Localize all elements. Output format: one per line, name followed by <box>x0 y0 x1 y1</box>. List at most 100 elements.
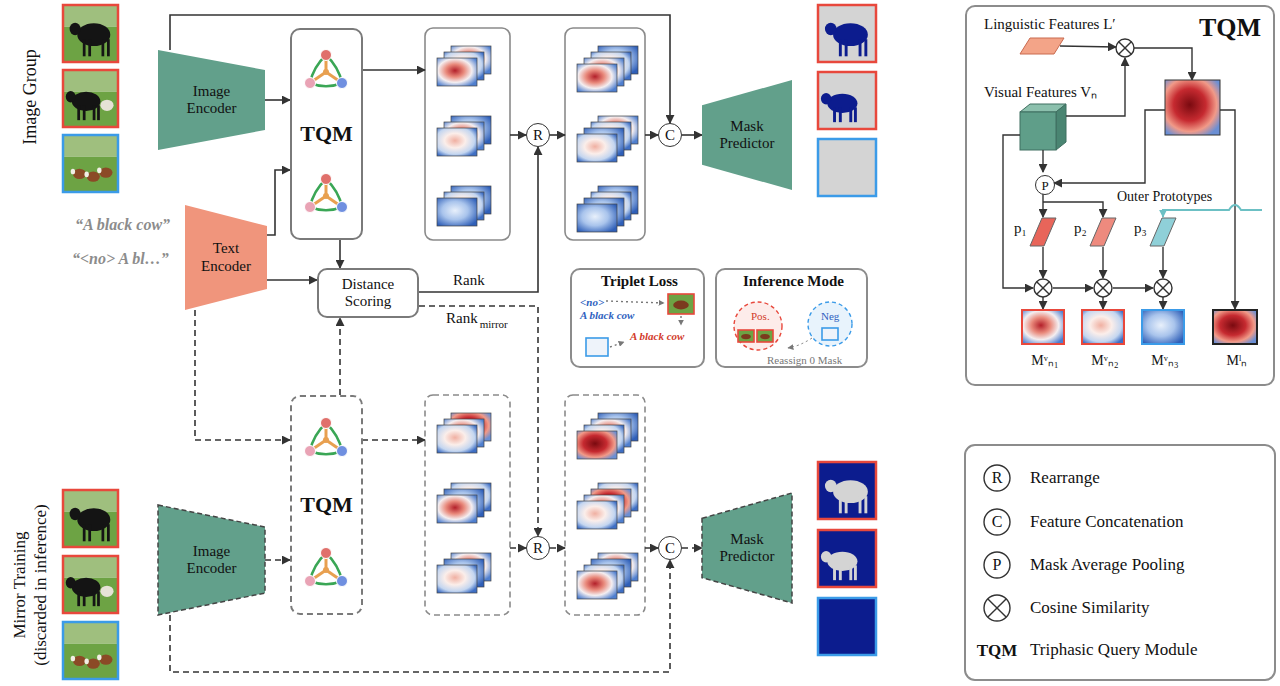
cow <box>849 565 852 580</box>
cow <box>833 480 868 503</box>
cosine-similarity-symbol <box>988 599 1006 617</box>
dotted-arrow <box>606 301 664 303</box>
cow <box>859 39 862 56</box>
cow <box>100 586 113 597</box>
photo-background <box>63 5 118 27</box>
cow <box>97 167 101 173</box>
cow <box>833 107 836 122</box>
cosine-similarity-symbol <box>1094 279 1112 297</box>
panel-text: p₁ <box>1014 220 1027 237</box>
cow <box>77 591 80 606</box>
panel-text: Mᵛₙ₃ <box>1151 353 1178 369</box>
leader-line <box>1054 110 1165 183</box>
connector <box>267 279 317 281</box>
cow <box>854 107 857 122</box>
panel-text: A black cow <box>580 309 634 322</box>
prototype-vector <box>1030 218 1056 246</box>
heatmap <box>437 58 477 86</box>
photo-border <box>63 135 118 192</box>
cow <box>99 654 112 664</box>
photo-border <box>63 622 118 679</box>
heatmap-frame <box>425 395 510 615</box>
cosine-similarity-symbol <box>1157 282 1170 295</box>
annotation-label: P <box>993 557 1002 573</box>
connector <box>265 99 290 101</box>
cow <box>854 565 857 580</box>
leader-line <box>1042 194 1043 217</box>
block-shape <box>185 205 267 310</box>
flow-arrow <box>510 547 526 549</box>
panel-text: Mᵛₙ₁ <box>1031 353 1058 369</box>
photo-border <box>63 490 118 547</box>
connector <box>339 318 341 395</box>
box-label: C <box>665 541 675 556</box>
module-box: TQM <box>290 395 363 615</box>
leader-line <box>1102 297 1103 309</box>
block-shape <box>702 493 792 603</box>
cosine-similarity-symbol <box>1154 279 1172 297</box>
heatmap-group <box>565 395 645 615</box>
mask-background <box>818 5 876 62</box>
flow-arrow <box>510 134 526 136</box>
tqm-icon <box>305 548 348 587</box>
heatmap <box>437 425 477 453</box>
cow <box>87 658 100 668</box>
pooling-circle: P <box>1035 175 1055 195</box>
tqm-detail <box>1003 38 1262 344</box>
box-label: Image Encoder <box>174 543 250 578</box>
panel-text: Pos. <box>751 310 770 323</box>
panel-text: Reassign 0 Mask <box>767 354 842 367</box>
photo-background <box>63 70 118 92</box>
cow <box>760 334 770 339</box>
cosine-similarity-symbol <box>1097 282 1110 295</box>
legend-symbol <box>984 509 1010 535</box>
cow <box>821 93 831 104</box>
output-mask <box>818 598 876 655</box>
encoder-block: Text Encoder <box>185 205 267 310</box>
cow <box>741 334 751 339</box>
cosine-similarity-symbol <box>988 599 1006 617</box>
panel-text: Outer Prototypes <box>1117 189 1212 205</box>
cow <box>83 524 86 541</box>
encoder-block: Image Encoder <box>158 50 265 150</box>
heatmap <box>577 431 617 459</box>
heatmap <box>437 565 477 593</box>
tqm-icon-node <box>305 446 316 457</box>
inset-panel: Triplet Loss<no>A black cowA black cow <box>570 268 705 368</box>
tqm-icon-node <box>305 78 316 89</box>
leader-line <box>1162 297 1163 309</box>
cow <box>72 92 101 111</box>
heatmap <box>577 64 617 92</box>
cow <box>77 23 110 46</box>
cow <box>864 39 867 56</box>
cow <box>107 524 110 541</box>
box-label: TQM <box>300 121 353 146</box>
tqm-icon <box>305 418 348 457</box>
edge-label: Rank <box>445 310 479 327</box>
flow-arrow <box>550 547 565 549</box>
cosine-similarity-symbol <box>984 595 1010 621</box>
block-shape <box>158 505 265 615</box>
cow <box>71 656 75 662</box>
heatmap <box>1165 80 1220 135</box>
block-shape <box>702 80 792 190</box>
panel-text: Linguistic Features L′ <box>984 16 1116 33</box>
mask-background <box>818 139 876 196</box>
cosine-similarity-symbol <box>1119 42 1132 55</box>
cow <box>827 94 857 113</box>
cosine-similarity-symbol <box>1094 279 1112 297</box>
cow <box>97 105 100 120</box>
connector <box>339 240 341 268</box>
similarity-map <box>1022 310 1064 344</box>
cow <box>66 577 76 588</box>
box-label: R <box>533 541 543 556</box>
cosine-similarity-symbol <box>1097 282 1110 295</box>
block-shape <box>158 50 265 150</box>
photo-background <box>63 135 118 157</box>
cosine-similarity-symbol <box>1116 39 1134 57</box>
tqm-icon-node <box>323 567 329 573</box>
cow <box>821 551 831 562</box>
box-label: Image Encoder <box>174 83 250 118</box>
panel-text: p₃ <box>1134 220 1147 237</box>
flow-arrow <box>362 439 425 441</box>
